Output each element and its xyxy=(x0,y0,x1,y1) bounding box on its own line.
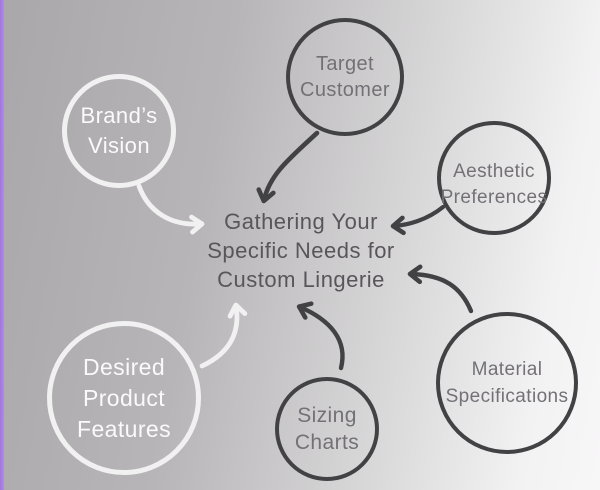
center-title-line: Custom Lingerie xyxy=(217,267,385,292)
left-edge-accent-bar xyxy=(0,0,4,490)
node-desired-product-features: Desired Product Features xyxy=(47,321,201,475)
curved-arrow-desired-features-to-center xyxy=(199,302,248,369)
node-target-customer: Target Customer xyxy=(286,18,404,136)
node-label-line: Specifications xyxy=(445,386,569,407)
node-label-line: Aesthetic xyxy=(453,161,535,182)
node-material-specifications: Material Specifications xyxy=(436,312,578,454)
node-label-line: Sizing xyxy=(297,404,357,427)
node-label-line: Target xyxy=(316,53,374,75)
node-brands-vision: Brand’s Vision xyxy=(62,74,176,188)
node-label-line: Product xyxy=(82,384,166,411)
center-title: Gathering Your Specific Needs for Custom… xyxy=(169,207,433,294)
node-label-line: Vision xyxy=(88,133,150,158)
node-sizing-charts: Sizing Charts xyxy=(275,377,379,481)
curved-arrow-aesthetic-preferences-to-center xyxy=(390,204,446,236)
node-label-line: Charts xyxy=(294,431,360,454)
node-label-line: Customer xyxy=(300,79,390,101)
node-label-line: Material xyxy=(471,359,543,380)
curved-arrow-material-specifications-to-center xyxy=(407,264,474,314)
center-title-line: Gathering Your xyxy=(224,209,378,234)
node-label-line: Features xyxy=(77,415,171,442)
node-label-line: Preferences xyxy=(440,187,548,208)
center-title-line: Specific Needs for xyxy=(207,238,395,263)
node-aesthetic-preferences: Aesthetic Preferences xyxy=(437,121,551,235)
curved-arrow-target-customer-to-center xyxy=(256,130,320,204)
node-label-line: Desired xyxy=(82,353,166,380)
node-label-line: Brand’s xyxy=(80,103,158,128)
curved-arrow-sizing-charts-to-center xyxy=(296,301,345,371)
curved-arrow-brands-vision-to-center xyxy=(136,183,205,235)
